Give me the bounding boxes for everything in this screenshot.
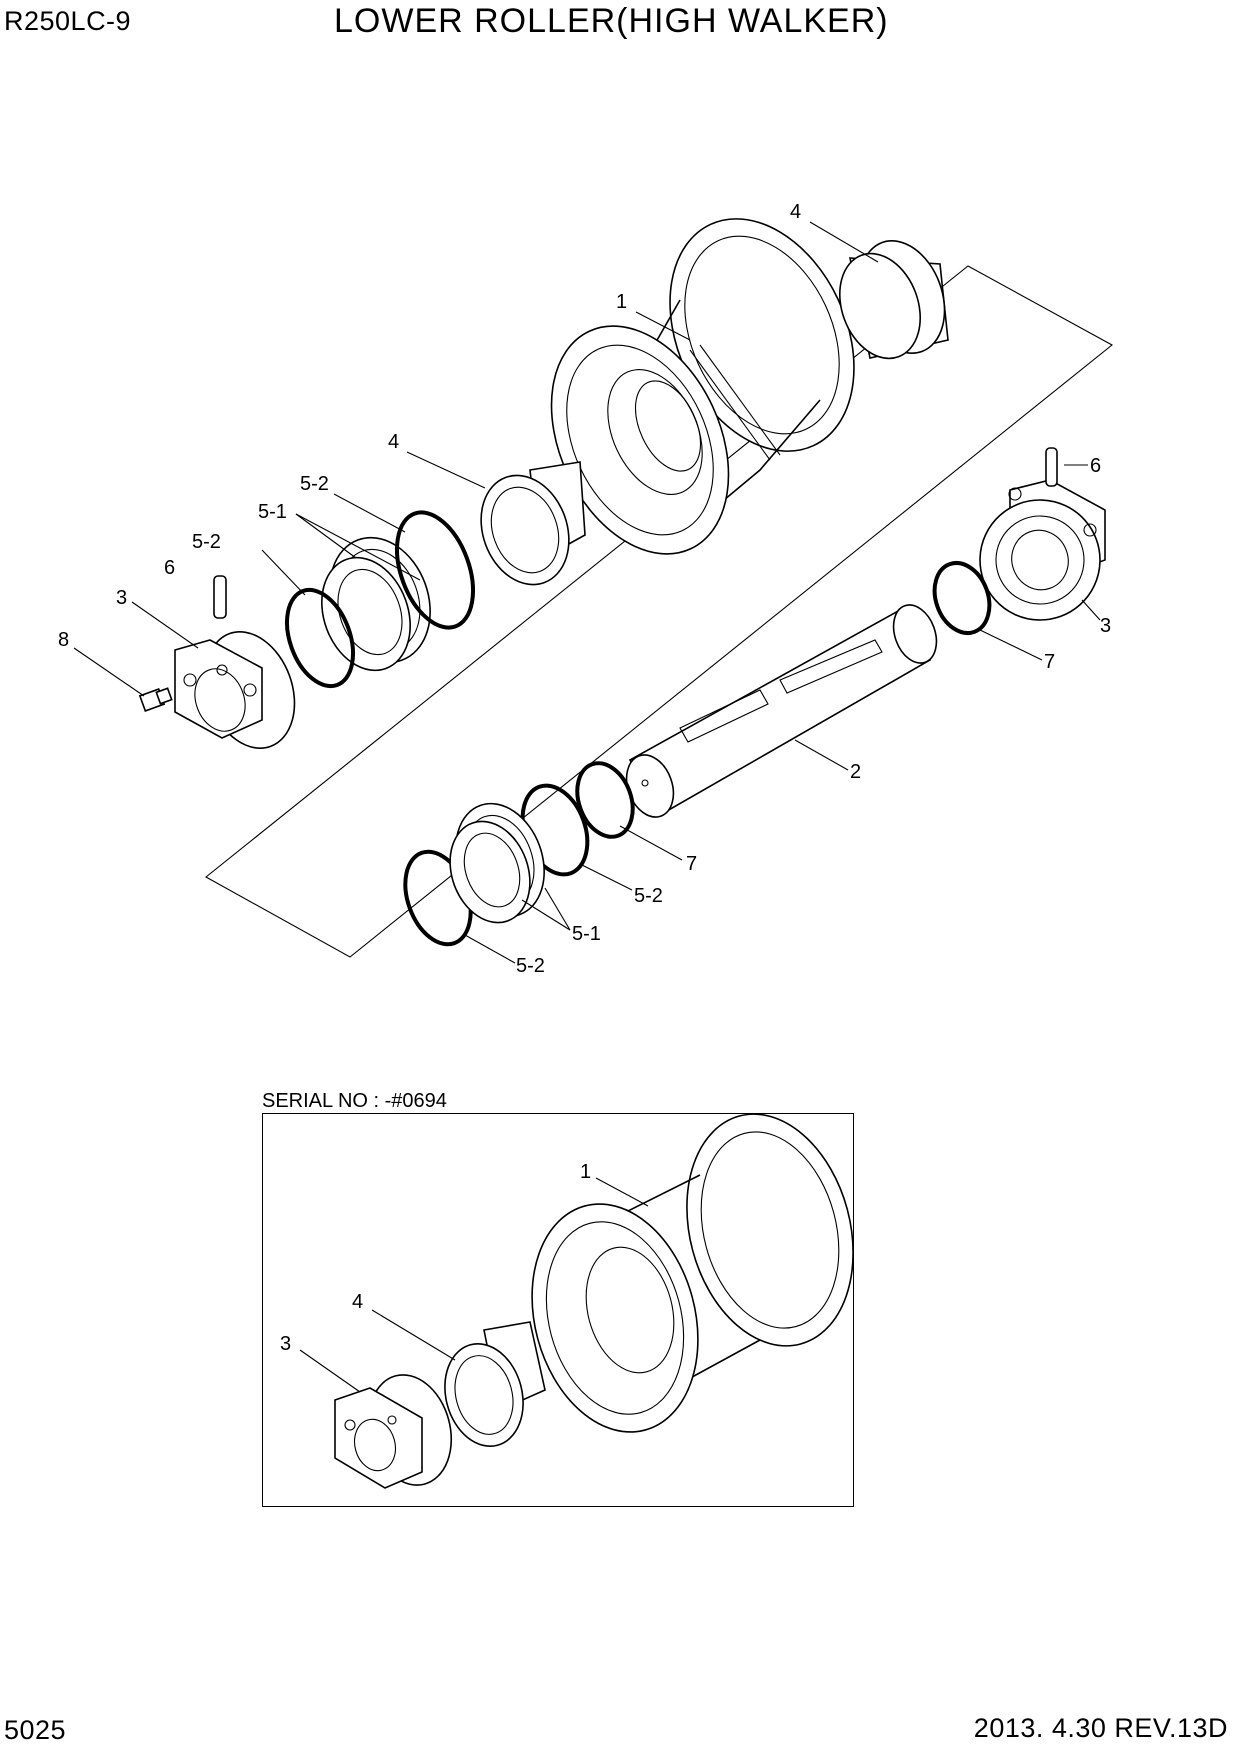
o-ring-shaft-left	[575, 761, 635, 839]
leader-lines	[73, 221, 1101, 964]
bushing-mid	[480, 461, 586, 586]
page-number: 5025	[4, 1715, 67, 1745]
shaft	[625, 604, 938, 818]
collar-left	[174, 631, 296, 749]
o-ring-upper-left	[285, 587, 355, 689]
callout-8: 8	[58, 629, 69, 651]
callout-6-left: 6	[164, 557, 175, 579]
callout-2: 2	[850, 761, 861, 783]
callout-5-2-c: 5-2	[634, 885, 663, 907]
page-title: LOWER ROLLER(HIGH WALKER)	[334, 2, 889, 40]
pin-right	[1045, 447, 1058, 487]
inset-frame	[262, 1113, 854, 1507]
o-ring-upper-right	[395, 510, 475, 630]
inset-drawing: 1 4 3	[280, 1113, 854, 1489]
bushing-top	[838, 240, 949, 360]
model-code: R250LC-9	[4, 6, 132, 36]
o-ring-shaft-right	[932, 561, 992, 635]
callout-3-right: 3	[1100, 615, 1111, 637]
callout-7-low: 7	[686, 853, 697, 875]
floating-seal-upper	[321, 536, 431, 672]
callout-5-2-d: 5-2	[516, 955, 545, 977]
inset-callout-4: 4	[352, 1291, 363, 1313]
callout-1: 1	[616, 291, 627, 313]
floating-seal-lower	[449, 802, 545, 924]
roller-body	[550, 218, 855, 555]
collar-right	[979, 479, 1106, 621]
callout-4-top: 4	[790, 201, 801, 223]
inset-callout-1: 1	[580, 1161, 591, 1183]
callouts-main: 4 1 4 5-2 5-1 5-2 6 3 8 6 3 7 2 7 5-2 5-…	[58, 201, 1111, 977]
callout-4-mid: 4	[388, 431, 399, 453]
assembly-outline	[205, 265, 1113, 958]
inset-callout-3: 3	[280, 1333, 291, 1355]
callout-7-right: 7	[1044, 651, 1055, 673]
callout-3-left: 3	[116, 587, 127, 609]
plug	[138, 687, 173, 712]
pin-left	[213, 575, 227, 619]
callout-5-2-a: 5-2	[300, 473, 329, 495]
callout-5-1-a: 5-1	[258, 501, 287, 523]
callout-5-2-b: 5-2	[192, 531, 221, 553]
callout-6-right: 6	[1090, 455, 1101, 477]
serial-number-label: SERIAL NO : -#0694	[262, 1090, 447, 1112]
callout-5-1-b: 5-1	[572, 923, 601, 945]
revision-date: 2013. 4.30 REV.13D	[973, 1713, 1228, 1743]
